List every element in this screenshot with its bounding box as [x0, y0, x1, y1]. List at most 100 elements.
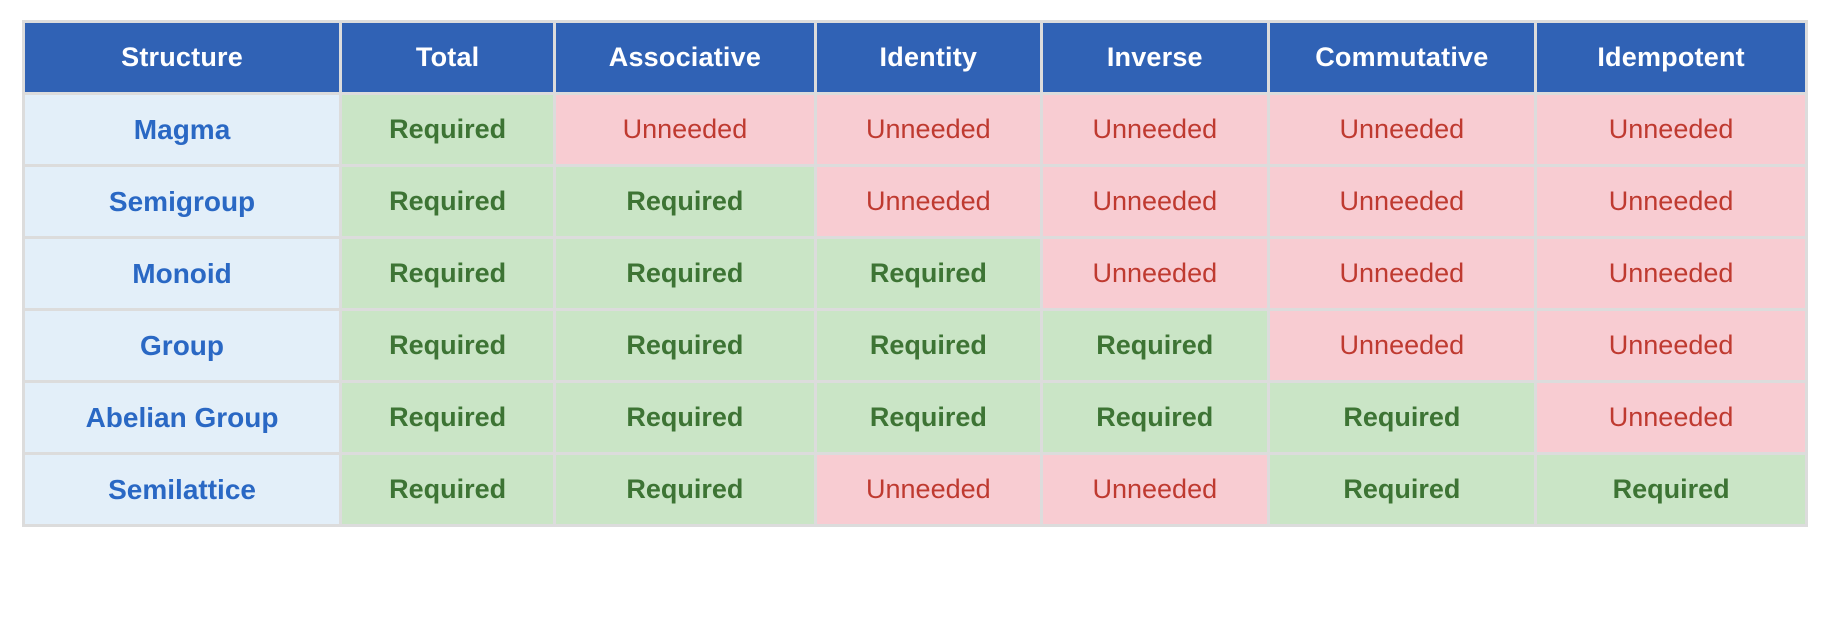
cell-value: Unneeded — [1092, 258, 1218, 289]
cell-value: Required — [389, 474, 507, 505]
cell-required: Required — [1269, 455, 1535, 524]
cell-required: Required — [342, 239, 554, 308]
column-header-associative[interactable]: Associative — [556, 23, 814, 92]
column-header-total[interactable]: Total — [342, 23, 554, 92]
cell-unneeded: Unneeded — [1269, 167, 1535, 236]
cell-value: Required — [626, 186, 744, 217]
cell-required: Required — [1537, 455, 1805, 524]
cell-value: Required — [626, 330, 744, 361]
cell-required: Required — [816, 239, 1041, 308]
cell-unneeded: Unneeded — [556, 95, 814, 164]
cell-value: Unneeded — [1608, 402, 1734, 433]
cell-value: Required — [869, 258, 987, 289]
cell-required: Required — [342, 383, 554, 452]
structure-link[interactable]: Magma — [133, 113, 231, 145]
cell-unneeded: Unneeded — [816, 167, 1041, 236]
algebraic-structures-table: Structure Total Associative Identity Inv… — [22, 20, 1808, 527]
cell-unneeded: Unneeded — [1537, 383, 1805, 452]
cell-unneeded: Unneeded — [1537, 311, 1805, 380]
cell-required: Required — [1043, 383, 1267, 452]
structure-cell: Magma — [25, 95, 340, 164]
structure-link[interactable]: Group — [140, 329, 225, 361]
table-row: Semilattice Required Required Unneeded Unnee… — [25, 455, 1805, 524]
cell-value: Unneeded — [1608, 258, 1734, 289]
column-header-identity[interactable]: Identity — [816, 23, 1041, 92]
cell-required: Required — [342, 167, 554, 236]
cell-value: Required — [1343, 402, 1461, 433]
cell-required: Required — [556, 455, 814, 524]
cell-value: Required — [389, 114, 507, 145]
cell-required: Required — [556, 167, 814, 236]
cell-unneeded: Unneeded — [1043, 167, 1267, 236]
cell-required: Required — [1043, 311, 1267, 380]
cell-value: Required — [626, 258, 744, 289]
cell-unneeded: Unneeded — [1043, 95, 1267, 164]
cell-value: Unneeded — [1608, 114, 1734, 145]
cell-value: Required — [1096, 330, 1214, 361]
cell-value: Unneeded — [1339, 258, 1465, 289]
structure-cell: Semigroup — [25, 167, 340, 236]
structure-link[interactable]: Semilattice — [108, 473, 256, 505]
cell-unneeded: Unneeded — [1537, 239, 1805, 308]
structure-cell: Monoid — [25, 239, 340, 308]
cell-value: Unneeded — [1339, 186, 1465, 217]
cell-required: Required — [342, 455, 554, 524]
cell-value: Unneeded — [622, 114, 748, 145]
cell-value: Required — [389, 258, 507, 289]
cell-value: Required — [389, 186, 507, 217]
cell-unneeded: Unneeded — [1537, 95, 1805, 164]
cell-required: Required — [342, 311, 554, 380]
structure-cell: Semilattice — [25, 455, 340, 524]
cell-value: Unneeded — [1339, 330, 1465, 361]
algebraic-structures-table-container: Structure Total Associative Identity Inv… — [22, 20, 1808, 527]
cell-unneeded: Unneeded — [816, 455, 1041, 524]
column-header-inverse[interactable]: Inverse — [1043, 23, 1267, 92]
cell-required: Required — [342, 95, 554, 164]
cell-required: Required — [816, 311, 1041, 380]
structure-link[interactable]: Semigroup — [108, 185, 256, 217]
cell-required: Required — [556, 383, 814, 452]
column-header-idempotent[interactable]: Idempotent — [1537, 23, 1805, 92]
cell-unneeded: Unneeded — [816, 95, 1041, 164]
cell-value: Unneeded — [1608, 330, 1734, 361]
cell-value: Required — [389, 330, 507, 361]
table-row: Group Required Required Required Required Unn… — [25, 311, 1805, 380]
structure-link[interactable]: Abelian Group — [85, 401, 279, 433]
cell-value: Required — [869, 402, 987, 433]
structure-cell: Abelian Group — [25, 383, 340, 452]
cell-unneeded: Unneeded — [1043, 455, 1267, 524]
table-header-row: Structure Total Associative Identity Inv… — [25, 23, 1805, 92]
table-header: Structure Total Associative Identity Inv… — [25, 23, 1805, 92]
table-row: Semigroup Required Required Unneeded Unneede… — [25, 167, 1805, 236]
structure-link[interactable]: Monoid — [132, 257, 232, 289]
cell-value: Required — [626, 474, 744, 505]
cell-value: Required — [1343, 474, 1461, 505]
cell-value: Required — [626, 402, 744, 433]
cell-unneeded: Unneeded — [1269, 95, 1535, 164]
cell-value: Unneeded — [1608, 186, 1734, 217]
table-row: Monoid Required Required Required Unneeded Un… — [25, 239, 1805, 308]
cell-value: Required — [389, 402, 507, 433]
cell-value: Unneeded — [1092, 474, 1218, 505]
cell-value: Unneeded — [866, 474, 991, 505]
cell-value: Unneeded — [1092, 114, 1218, 145]
cell-value: Unneeded — [1092, 186, 1218, 217]
cell-required: Required — [556, 239, 814, 308]
column-header-structure[interactable]: Structure — [25, 23, 340, 92]
cell-value: Unneeded — [866, 186, 991, 217]
table-row: Magma Required Unneeded Unneeded Unneeded Unn… — [25, 95, 1805, 164]
cell-required: Required — [1269, 383, 1535, 452]
cell-value: Required — [1612, 474, 1730, 505]
cell-value: Required — [869, 330, 987, 361]
cell-unneeded: Unneeded — [1043, 239, 1267, 308]
cell-required: Required — [816, 383, 1041, 452]
structure-cell: Group — [25, 311, 340, 380]
cell-value: Required — [1096, 402, 1214, 433]
cell-unneeded: Unneeded — [1269, 311, 1535, 380]
cell-value: Unneeded — [866, 114, 991, 145]
cell-unneeded: Unneeded — [1269, 239, 1535, 308]
cell-value: Unneeded — [1339, 114, 1465, 145]
cell-unneeded: Unneeded — [1537, 167, 1805, 236]
column-header-commutative[interactable]: Commutative — [1269, 23, 1535, 92]
